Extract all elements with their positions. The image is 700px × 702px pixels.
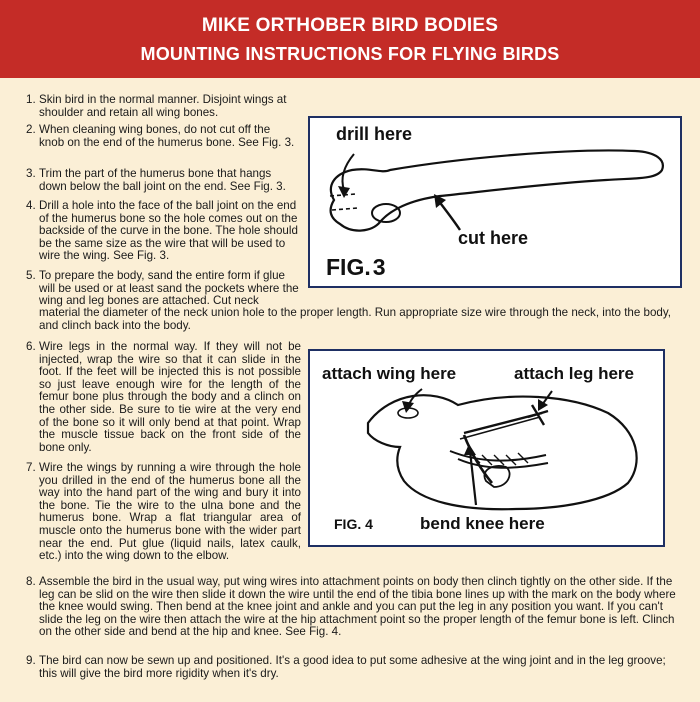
step-number: 7. bbox=[26, 461, 36, 474]
label-attach-leg-here: attach leg here bbox=[514, 364, 634, 383]
humerus-bone-illustration bbox=[329, 149, 664, 232]
step-text: The bird can now be sewn up and position… bbox=[39, 654, 666, 680]
document-subtitle: MOUNTING INSTRUCTIONS FOR FLYING BIRDS bbox=[140, 44, 560, 64]
step-5-continued: material the diameter of the neck union … bbox=[39, 306, 679, 332]
step-number: 1. bbox=[26, 93, 36, 106]
step-number: 5. bbox=[26, 269, 36, 282]
caption-number: 3 bbox=[372, 254, 386, 280]
header-banner: MIKE ORTHOBER BIRD BODIES MOUNTING INSTR… bbox=[0, 0, 700, 78]
step-text: Wire the wings by running a wire through… bbox=[39, 461, 301, 563]
step-8: 8. Assemble the bird in the usual way, p… bbox=[26, 575, 686, 639]
figure-3: drill here cut here FIG.3 bbox=[308, 116, 682, 288]
step-text: Assemble the bird in the usual way, put … bbox=[39, 575, 676, 639]
step-number: 8. bbox=[26, 575, 36, 588]
figure-3-caption: FIG.3 bbox=[326, 254, 386, 281]
figure-4-caption: FIG. 4 bbox=[334, 516, 373, 532]
step-text: Skin bird in the normal manner. Disjoint… bbox=[39, 93, 287, 119]
step-number: 3. bbox=[26, 167, 36, 180]
step-6: 6. Wire legs in the normal way. If they … bbox=[26, 340, 301, 454]
step-5: 5. To prepare the body, sand the entire … bbox=[26, 269, 300, 308]
bird-body-illustration bbox=[366, 388, 638, 511]
step-number: 9. bbox=[26, 654, 36, 667]
label-bend-knee-here: bend knee here bbox=[420, 514, 545, 533]
label-cut-here: cut here bbox=[458, 228, 529, 248]
step-1: 1. Skin bird in the normal manner. Disjo… bbox=[26, 93, 298, 119]
step-text: Trim the part of the humerus bone that h… bbox=[39, 167, 286, 193]
step-text-b: material the diameter of the neck union … bbox=[39, 306, 672, 332]
step-2: 2. When cleaning wing bones, do not cut … bbox=[26, 123, 298, 149]
caption-text: FIG. bbox=[326, 254, 371, 280]
step-number: 6. bbox=[26, 340, 36, 353]
step-number: 4. bbox=[26, 199, 36, 212]
figure-4: attach wing here attach leg here bend kn… bbox=[308, 349, 665, 547]
document-title: MIKE ORTHOBER BIRD BODIES bbox=[201, 15, 499, 36]
step-7: 7. Wire the wings by running a wire thro… bbox=[26, 461, 301, 563]
step-number: 2. bbox=[26, 123, 36, 136]
step-3: 3. Trim the part of the humerus bone tha… bbox=[26, 167, 298, 193]
step-text: When cleaning wing bones, do not cut off… bbox=[39, 123, 295, 149]
label-attach-wing-here: attach wing here bbox=[322, 364, 457, 383]
step-text: Wire legs in the normal way. If they wil… bbox=[39, 340, 301, 454]
step-9: 9. The bird can now be sewn up and posit… bbox=[26, 654, 686, 680]
label-drill-here: drill here bbox=[336, 124, 413, 144]
step-text-a: To prepare the body, sand the entire for… bbox=[39, 269, 299, 308]
step-text: Drill a hole into the face of the ball j… bbox=[39, 199, 298, 263]
step-4: 4. Drill a hole into the face of the bal… bbox=[26, 199, 298, 263]
